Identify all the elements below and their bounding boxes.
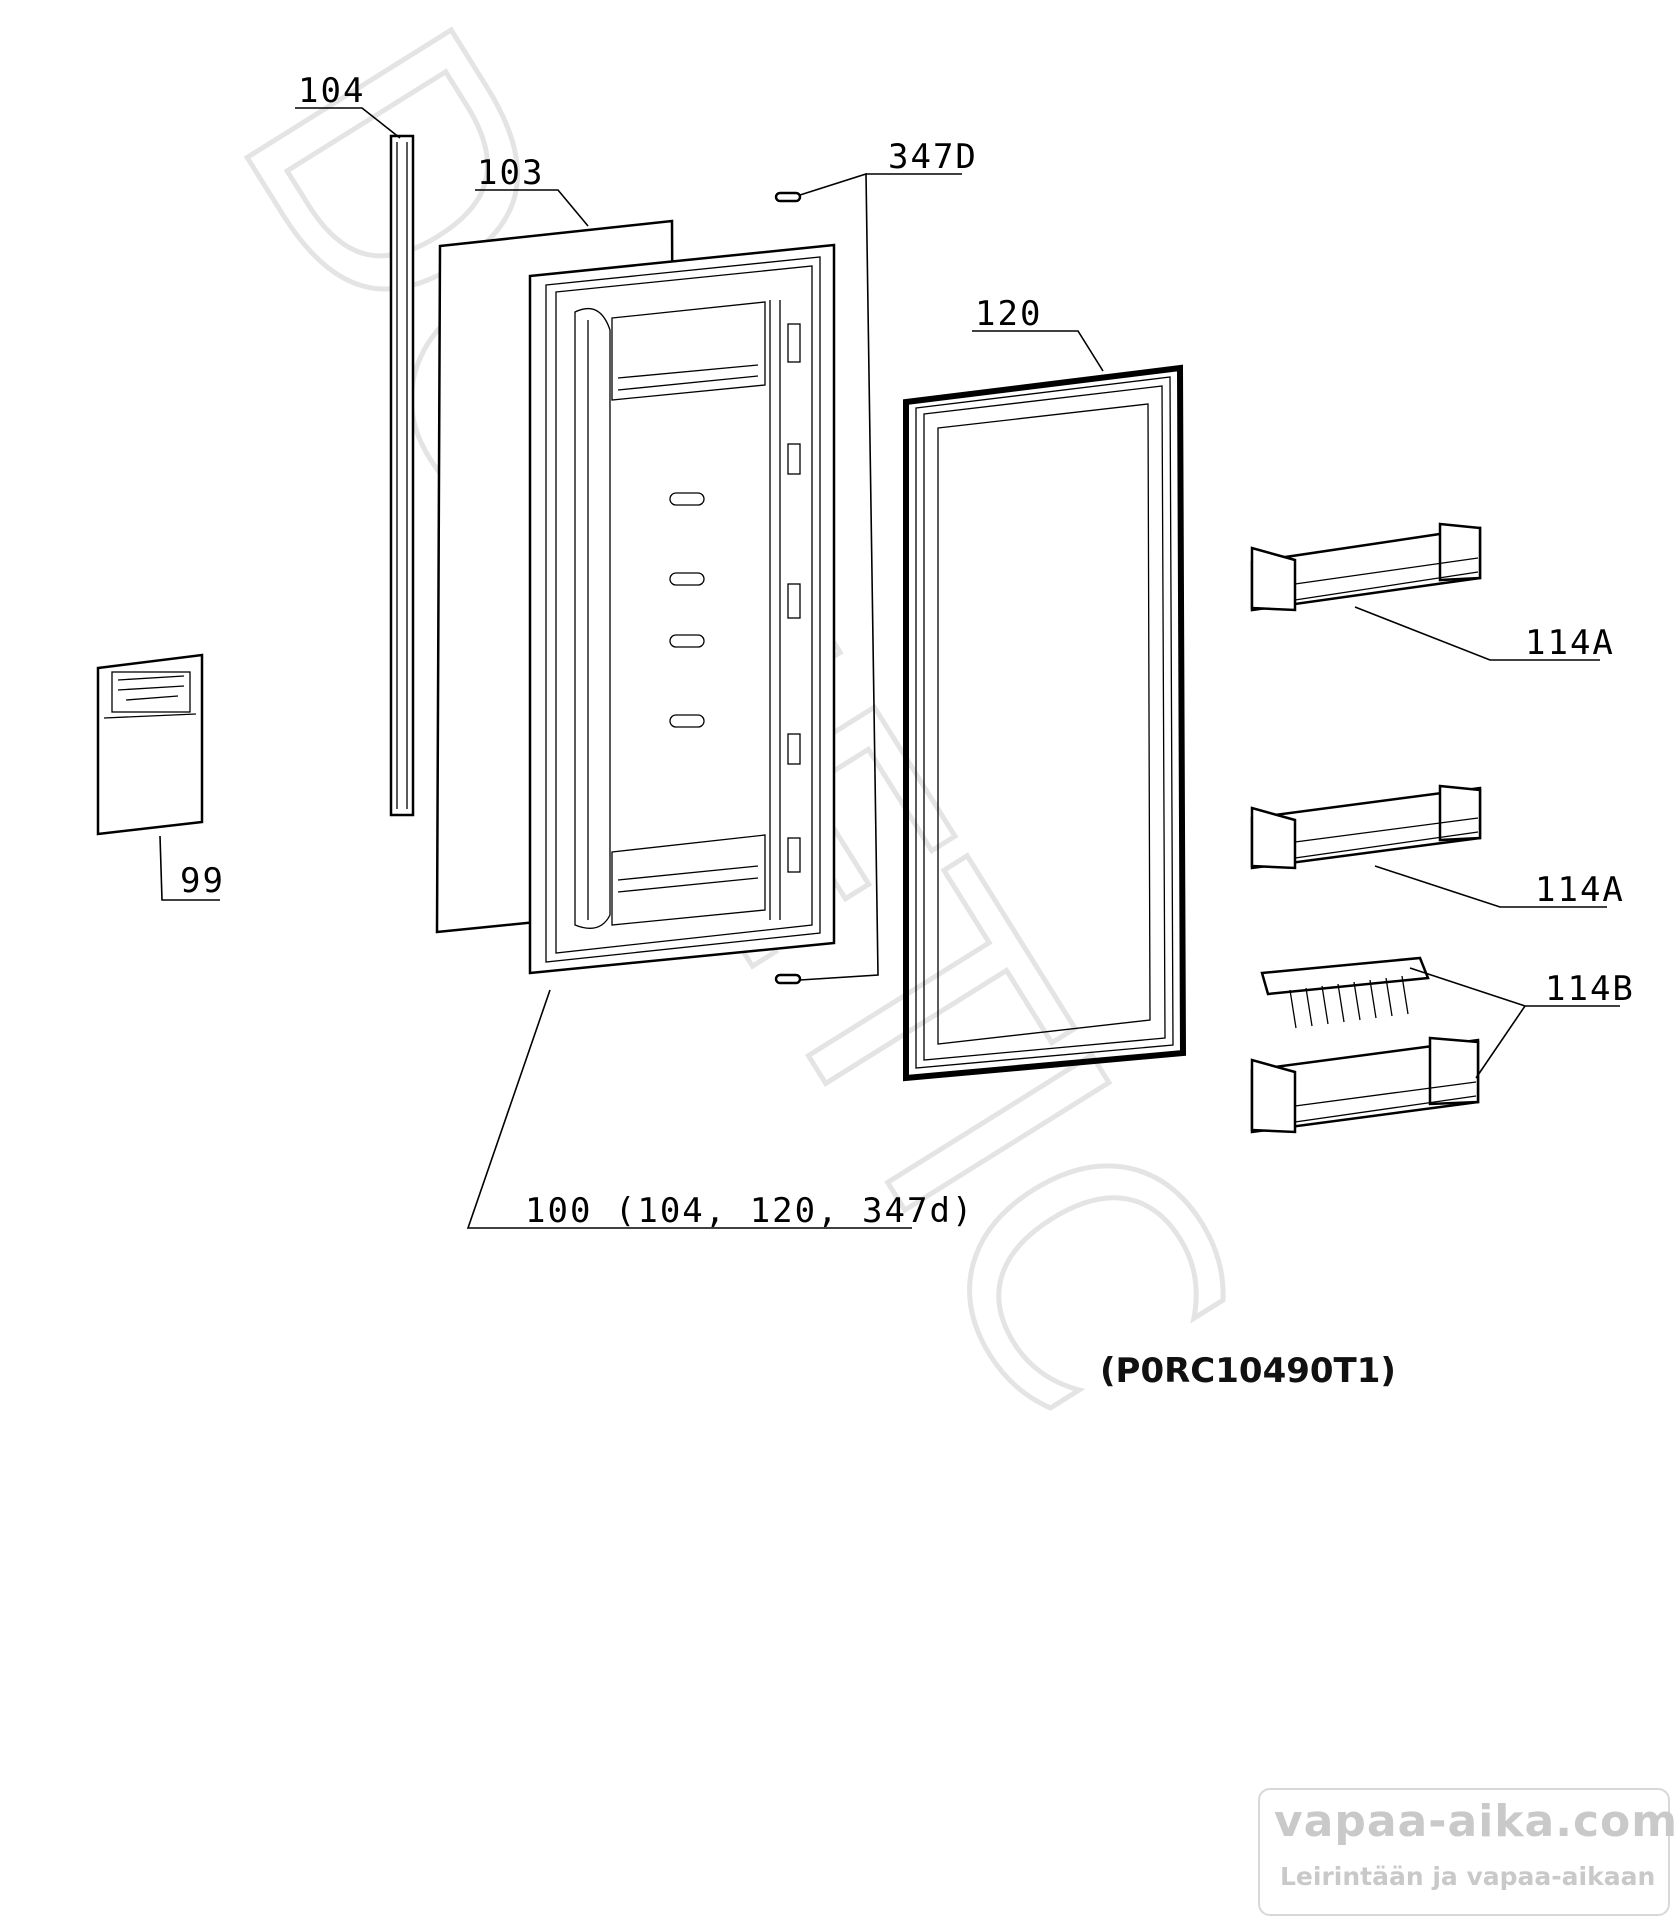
label-347d: 347D xyxy=(888,137,978,177)
site-tagline: Leirintään ja vapaa-aikaan xyxy=(1280,1862,1656,1891)
label-104: 104 xyxy=(298,71,365,111)
label-114b: 114B xyxy=(1545,969,1635,1009)
label-120: 120 xyxy=(975,294,1042,334)
part-120-seal-frame xyxy=(903,364,1187,1082)
label-114a-mid: 114A xyxy=(1535,870,1625,910)
part-114b-insert xyxy=(1260,956,1430,1029)
leader-lines xyxy=(159,107,1620,1229)
part-114a-shelf-mid xyxy=(1250,784,1482,870)
label-103: 103 xyxy=(477,153,544,193)
part-114a-shelf-top xyxy=(1250,522,1482,612)
site-badge: vapaa-aika.com Leirintään ja vapaa-aikaa… xyxy=(1258,1788,1675,1916)
part-100-door-liner xyxy=(528,243,836,975)
drawing-code: (P0RC10490T1) xyxy=(1100,1351,1396,1391)
site-name: vapaa-aika.com xyxy=(1274,1796,1675,1847)
part-347d-pins xyxy=(774,191,802,985)
part-114b-shelf xyxy=(1250,1036,1480,1134)
label-99: 99 xyxy=(180,861,225,901)
label-100: 100 (104, 120, 347d) xyxy=(525,1191,974,1231)
part-104-gasket xyxy=(389,134,415,817)
label-114a-top: 114A xyxy=(1525,623,1615,663)
part-99-manual xyxy=(96,653,204,836)
